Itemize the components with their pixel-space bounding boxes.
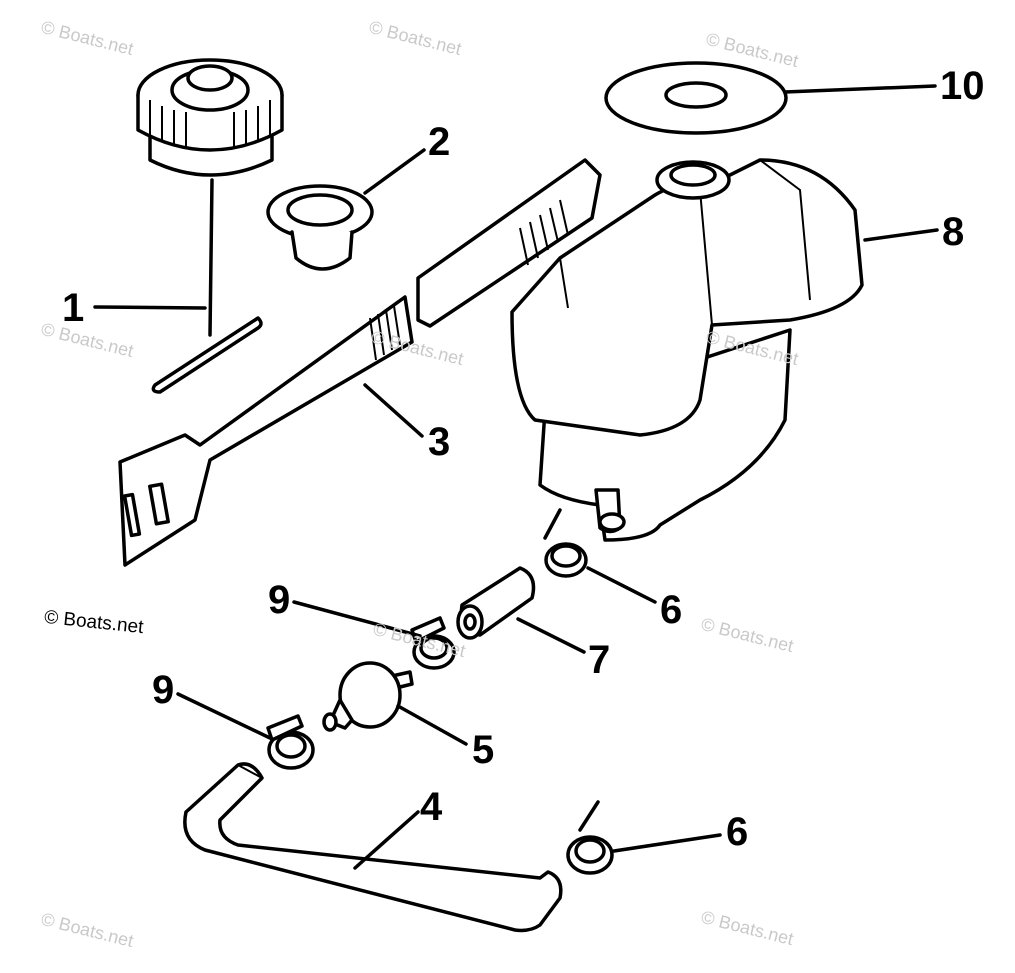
leader-6b	[612, 833, 722, 853]
clip-icon	[266, 714, 315, 770]
leader-5	[396, 704, 468, 746]
hose-icon	[183, 762, 563, 933]
callout-2: 2	[428, 120, 451, 164]
callout-1: 1	[62, 286, 85, 330]
leader-7	[516, 617, 586, 654]
leader-6a	[586, 566, 657, 604]
callout-5: 5	[472, 728, 495, 772]
clamp-icon	[566, 800, 614, 875]
leader-9b	[176, 692, 272, 740]
callout-9a: 9	[268, 578, 291, 622]
leader-9a	[292, 600, 422, 638]
callout-7: 7	[588, 638, 611, 682]
filter-icon	[322, 661, 414, 732]
washer-icon	[604, 61, 788, 135]
callout-8: 8	[942, 210, 965, 254]
callout-6b: 6	[726, 810, 749, 854]
leader-10	[783, 84, 937, 94]
callout-6a: 6	[660, 588, 683, 632]
callout-9b: 9	[152, 668, 175, 712]
callout-10: 10	[940, 64, 985, 108]
fuel-cap-with-dipstick-icon	[136, 58, 284, 394]
leader-8	[863, 228, 939, 242]
fuel-tank-icon	[510, 158, 864, 542]
callout-3: 3	[428, 420, 451, 464]
leader-3	[363, 383, 424, 438]
callout-4: 4	[420, 785, 443, 829]
leader-1	[93, 305, 207, 310]
leader-2	[363, 148, 426, 195]
short-hose-icon	[456, 566, 536, 640]
gasket-icon	[266, 184, 374, 271]
leader-4	[353, 810, 420, 870]
strap-icon	[118, 158, 602, 567]
clamp-icon	[543, 508, 588, 578]
leader-lines	[93, 84, 939, 870]
